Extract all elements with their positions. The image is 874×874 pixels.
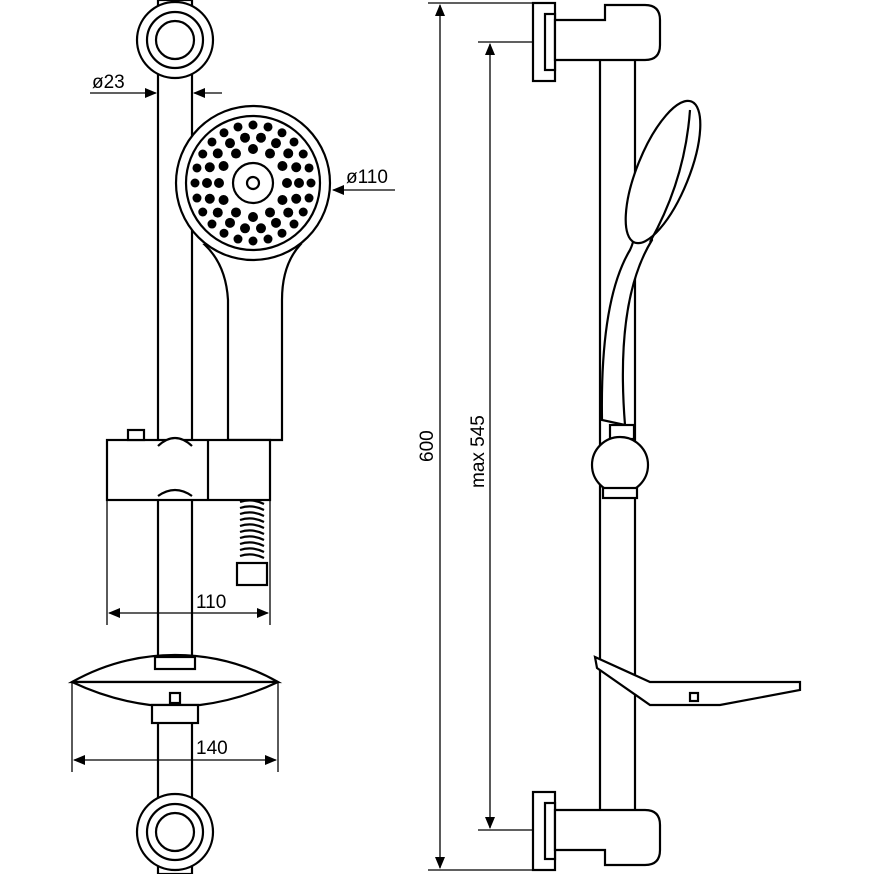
- dim-slider: 110: [106, 500, 271, 625]
- nozzle-dot: [277, 195, 288, 205]
- nozzle-dot: [198, 207, 208, 217]
- nozzle-dot: [265, 207, 275, 218]
- slider-side: [590, 423, 650, 500]
- top-wall-bracket: [135, 0, 215, 80]
- nozzle-dot: [306, 178, 316, 188]
- nozzle-dot: [291, 193, 302, 204]
- nozzle-dot: [294, 178, 304, 188]
- nozzle-dot: [289, 219, 299, 229]
- nozzle-dot: [289, 137, 299, 147]
- hose-coil: [239, 547, 265, 553]
- nozzle-dot: [298, 149, 308, 159]
- hand-shower-side: [600, 99, 702, 427]
- nozzle-dot: [240, 223, 251, 234]
- nozzle-dot: [212, 148, 223, 159]
- nozzle-dot: [304, 193, 314, 203]
- bottom-wall-bracket: [135, 792, 215, 872]
- dim-total-height: 600: [417, 2, 540, 871]
- nozzle-dot: [277, 128, 287, 138]
- nozzle-dot: [283, 207, 294, 218]
- nozzle-dot: [202, 178, 212, 188]
- nozzle-dot: [291, 162, 302, 173]
- hose-coil: [239, 511, 265, 517]
- nozzle-dot: [283, 148, 294, 159]
- nozzle-dot: [282, 178, 292, 188]
- nozzle-dot: [214, 178, 224, 188]
- nozzle-dot: [248, 212, 258, 222]
- soap-dish-side: [593, 655, 802, 707]
- dim-rail-diameter: ø23: [90, 72, 222, 98]
- nozzle-dot: [212, 207, 223, 218]
- nozzle-dot: [233, 122, 243, 132]
- total-height-label: 600: [417, 430, 438, 462]
- nozzle-dot: [255, 132, 266, 143]
- nozzle-dot: [271, 217, 281, 228]
- hose-coil: [239, 499, 265, 505]
- dim-soap-dish: 140: [71, 682, 279, 772]
- nozzle-dot: [231, 207, 241, 218]
- front-view: ø23 ø110 110 140: [67, 0, 395, 874]
- nozzle-dot: [204, 162, 215, 173]
- max-adjust-label: max 545: [468, 415, 489, 488]
- hose-coil: [239, 529, 265, 535]
- nozzle-dot: [190, 178, 200, 188]
- soap-dish-front: [67, 653, 283, 725]
- nozzle-dot: [298, 207, 308, 217]
- nozzle-dot: [192, 193, 202, 203]
- side-view: [531, 1, 802, 872]
- soap-dish-width-label: 140: [196, 738, 228, 759]
- slider-block: [105, 428, 272, 502]
- nozzle-dot: [231, 148, 241, 159]
- slider-projection-label: 110: [196, 592, 226, 613]
- nozzle-dot: [218, 161, 229, 171]
- hose-coil: [239, 505, 265, 511]
- nozzle-dot: [248, 144, 258, 154]
- hose-coil: [239, 517, 265, 523]
- hose-coil: [239, 541, 265, 547]
- nozzle-dot: [240, 132, 251, 143]
- nozzle-dot: [225, 217, 235, 228]
- bottom-bracket-side: [531, 790, 662, 872]
- nozzle-dot: [248, 120, 258, 130]
- nozzle-dot: [255, 223, 266, 234]
- dim-head-diameter: ø110: [332, 167, 395, 195]
- nozzle-dot: [265, 148, 275, 159]
- nozzle-dot: [271, 138, 281, 149]
- dim-max-adjust: max 545: [468, 41, 540, 831]
- head-diameter-label: ø110: [346, 167, 388, 188]
- nozzle-dot: [263, 234, 273, 244]
- hose: [235, 499, 269, 587]
- hand-shower-front: [174, 104, 332, 442]
- nozzle-dot: [198, 149, 208, 159]
- nozzle-dot: [277, 228, 287, 238]
- spray-nozzles: [190, 120, 316, 246]
- nozzle-dot: [207, 219, 217, 229]
- nozzle-dot: [304, 163, 314, 173]
- nozzle-dot: [192, 163, 202, 173]
- nozzle-dot: [207, 137, 217, 147]
- hose-coil: [239, 535, 265, 541]
- nozzle-dot: [277, 161, 288, 171]
- nozzle-dot: [248, 236, 258, 246]
- hose-coil: [239, 553, 265, 559]
- top-bracket-side: [531, 1, 662, 83]
- rail-diameter-label: ø23: [92, 72, 125, 93]
- nozzle-dot: [219, 228, 229, 238]
- nozzle-dot: [218, 195, 229, 205]
- hose-coil: [239, 523, 265, 529]
- nozzle-dot: [204, 193, 215, 204]
- nozzle-dot: [225, 138, 235, 149]
- nozzle-dot: [219, 128, 229, 138]
- nozzle-dot: [263, 122, 273, 132]
- nozzle-dot: [233, 234, 243, 244]
